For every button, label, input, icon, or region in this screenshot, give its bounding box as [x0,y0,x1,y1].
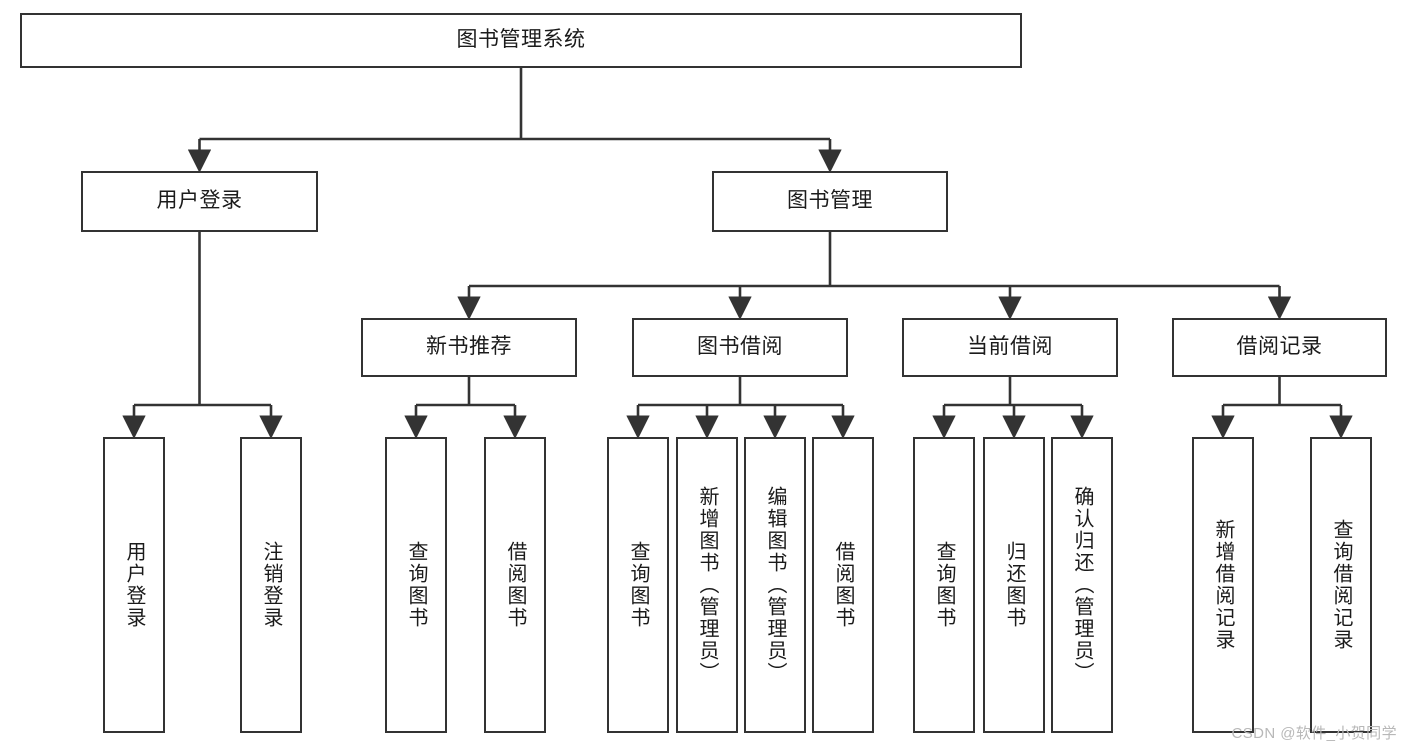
node-label: 图书借阅 [697,335,783,359]
node-label: 查询图书 [627,541,649,629]
node-label: 新书推荐 [426,335,512,359]
node-record[interactable]: 借阅记录 [1172,318,1387,377]
node-label: 查询借阅记录 [1330,519,1352,651]
node-label: 新增图书（管理员） [696,486,718,684]
node-leaf-record-2[interactable]: 查询借阅记录 [1310,437,1372,733]
node-root[interactable]: 图书管理系统 [20,13,1022,68]
node-leaf-login-1[interactable]: 用户登录 [103,437,165,733]
edges [122,68,1353,439]
node-label: 归还图书 [1003,541,1025,629]
node-leaf-current-3[interactable]: 确认归还（管理员） [1051,437,1113,733]
node-leaf-newbook-1[interactable]: 查询图书 [385,437,447,733]
node-label: 编辑图书（管理员） [764,486,786,684]
node-label: 用户登录 [123,541,145,629]
node-label: 注销登录 [260,541,282,629]
node-current[interactable]: 当前借阅 [902,318,1118,377]
node-leaf-current-1[interactable]: 查询图书 [913,437,975,733]
watermark-credit: CSDN @软件_小贺同学 [1231,725,1397,742]
node-label: 确认归还（管理员） [1071,486,1093,684]
node-label: 借阅记录 [1236,335,1323,359]
node-label: 图书管理系统 [456,28,586,52]
node-leaf-record-1[interactable]: 新增借阅记录 [1192,437,1254,733]
node-login[interactable]: 用户登录 [81,171,318,232]
node-leaf-borrow-4[interactable]: 借阅图书 [812,437,874,733]
node-leaf-borrow-1[interactable]: 查询图书 [607,437,669,733]
node-leaf-borrow-3[interactable]: 编辑图书（管理员） [744,437,806,733]
node-label: 当前借阅 [967,335,1053,359]
node-borrow[interactable]: 图书借阅 [632,318,848,377]
node-leaf-newbook-2[interactable]: 借阅图书 [484,437,546,733]
node-label: 用户登录 [156,189,243,213]
node-label: 查询图书 [405,541,427,629]
node-label: 图书管理 [787,189,873,213]
node-label: 查询图书 [933,541,955,629]
node-leaf-login-2[interactable]: 注销登录 [240,437,302,733]
node-label: 借阅图书 [832,541,854,629]
node-newbook[interactable]: 新书推荐 [361,318,577,377]
node-bookmgmt[interactable]: 图书管理 [712,171,948,232]
node-label: 借阅图书 [504,541,526,629]
node-leaf-current-2[interactable]: 归还图书 [983,437,1045,733]
node-label: 新增借阅记录 [1212,519,1234,651]
node-leaf-borrow-2[interactable]: 新增图书（管理员） [676,437,738,733]
